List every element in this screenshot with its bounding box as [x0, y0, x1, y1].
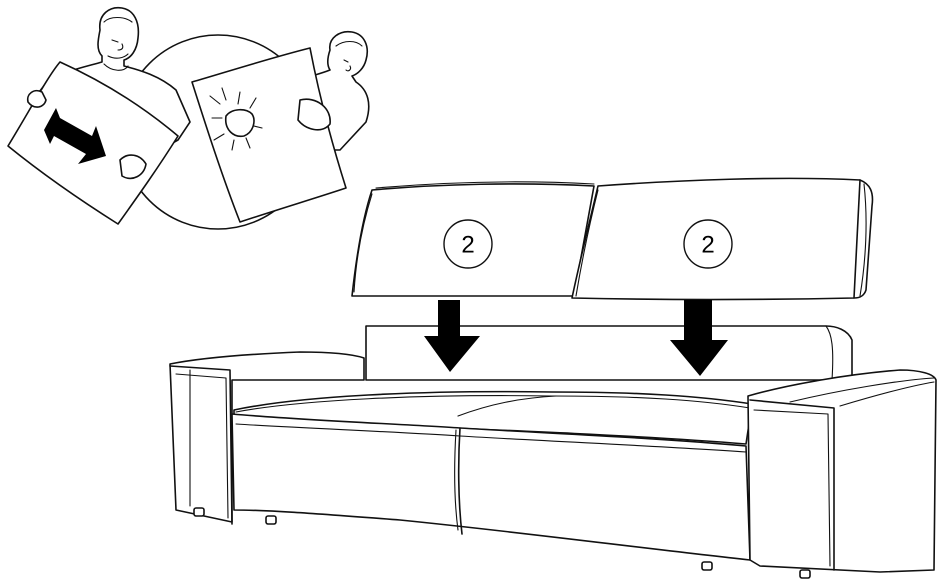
- sofa-left-armrest: [169, 351, 365, 523]
- back-cushions: [351, 177, 874, 301]
- sofa-foot: [701, 561, 713, 571]
- impact-lines-icon: [209, 87, 263, 151]
- cushion-fluffing-inset: [7, 6, 370, 230]
- sofa-right-armrest: [747, 369, 937, 573]
- sofa-foot: [265, 515, 277, 525]
- step-badge: 2: [443, 219, 493, 269]
- cushion-right: [191, 47, 347, 223]
- double-arrow-icon: [44, 108, 106, 164]
- step-number: 2: [701, 232, 714, 259]
- sofa-seat-front: [231, 413, 751, 561]
- down-arrow-icon: [424, 300, 480, 372]
- step-badge: 2: [683, 219, 733, 269]
- step-number: 2: [461, 232, 474, 259]
- sofa-foot: [799, 569, 811, 579]
- sofa-backrest: [365, 325, 853, 381]
- sofa: [169, 325, 937, 579]
- sofa-foot: [193, 507, 205, 517]
- down-arrow-icon: [670, 300, 728, 376]
